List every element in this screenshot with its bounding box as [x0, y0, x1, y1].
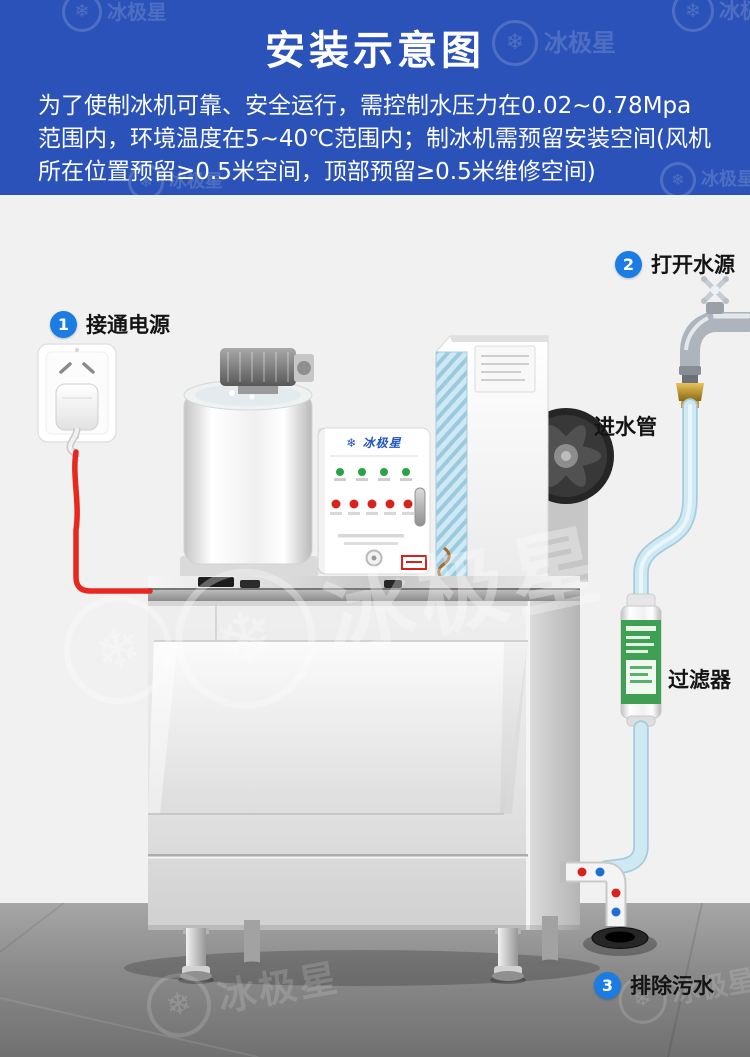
inlet-pipe-label: 进水管 — [594, 415, 657, 439]
installation-note: 为了使制冰机可靠、安全运行，需控制水压力在0.02~0.78Mpa范围内，环境温… — [38, 93, 711, 185]
control-box-brand: ❄ 冰极星 — [318, 434, 430, 451]
filter-label: 过滤器 — [668, 668, 731, 692]
power-cable — [72, 449, 153, 594]
evaporator-drum — [180, 379, 318, 578]
snowflake-icon: ❄ — [346, 436, 358, 450]
header-banner: ❄ 冰极星 ❄ 冰极星 ❄ 冰极星 ❄ 冰极星 ❄ 冰极星 安装示意图 为了使制… — [0, 0, 750, 195]
bin-sloped-panel — [148, 641, 528, 814]
ice-storage-bin — [148, 601, 580, 930]
power-plug — [55, 383, 99, 431]
step-2-badge: 2 — [615, 250, 642, 278]
condenser-unit — [434, 335, 552, 587]
indicator-lights-green — [334, 468, 412, 481]
brass-fitting — [676, 383, 704, 401]
step-1-label: 接通电源 — [86, 313, 170, 337]
inlet-water-pipe — [633, 398, 698, 604]
machine-deck — [148, 576, 580, 601]
inlet-water-pipe-lower — [598, 720, 649, 876]
drain-hose — [560, 861, 627, 926]
wall-outlet — [37, 343, 117, 458]
toggle-slot — [414, 487, 426, 527]
machine-shadow — [124, 950, 600, 986]
step-2-label: 打开水源 — [651, 253, 735, 277]
control-buttons-red — [330, 499, 414, 515]
step-3-badge: 3 — [594, 971, 621, 999]
copper-tube — [437, 546, 451, 582]
socket-slots — [59, 362, 95, 374]
machine-legs — [178, 916, 561, 984]
step-1-connect-power: 1 接通电源 — [50, 309, 170, 339]
water-filter — [620, 593, 662, 727]
step-3-label: 排除污水 — [630, 974, 714, 998]
step-3-drain-water: 3 排除污水 — [594, 970, 714, 1000]
gear-motor — [220, 348, 314, 394]
control-box — [317, 427, 431, 575]
floor-drain — [583, 927, 657, 956]
step-1-badge: 1 — [50, 310, 77, 338]
step-2-open-water: 2 打开水源 — [615, 249, 735, 279]
page-title: 安装示意图 — [265, 28, 485, 74]
brand-name: 冰极星 — [362, 436, 402, 450]
